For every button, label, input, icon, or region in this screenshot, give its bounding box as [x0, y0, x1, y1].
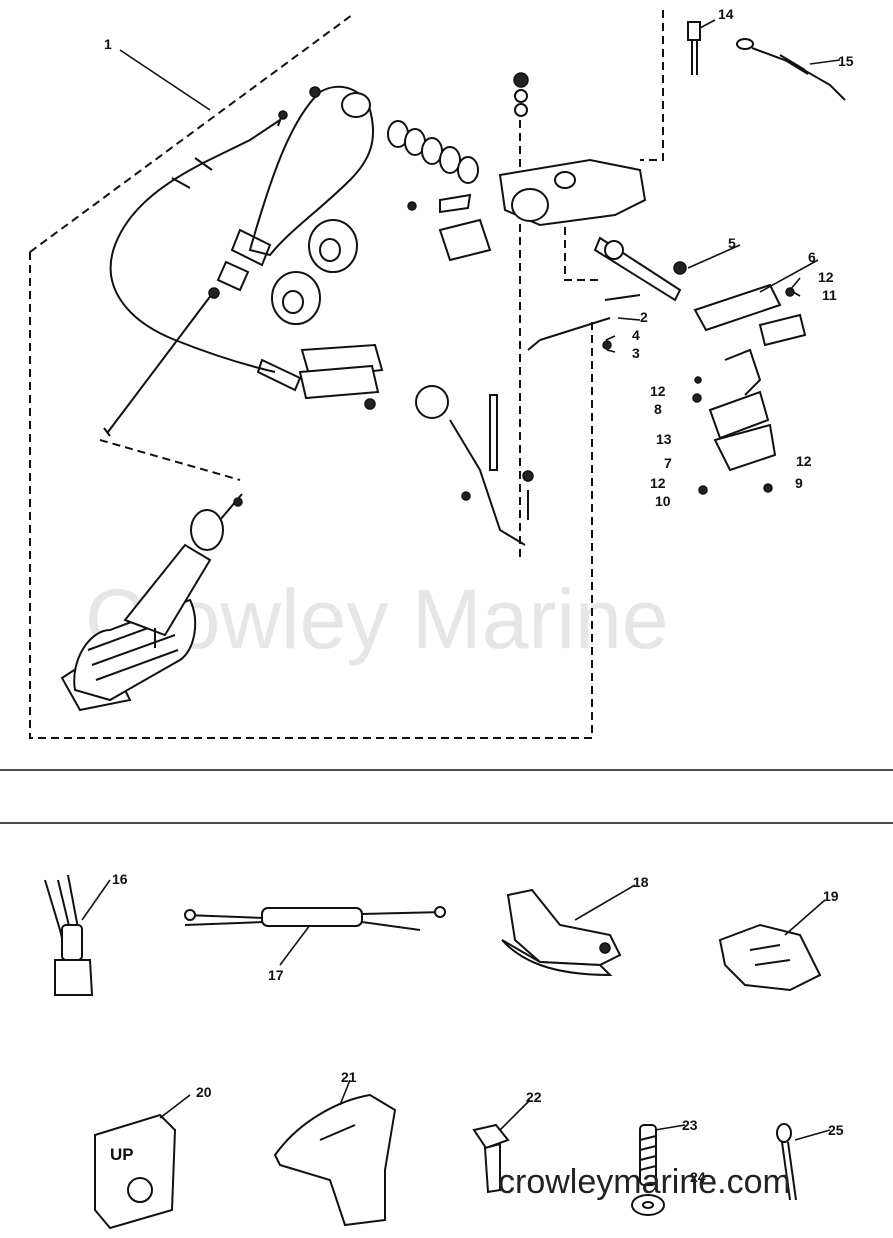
- part-14-plug: [687, 21, 701, 75]
- part-25-cotter-pin: [776, 1123, 831, 1201]
- callout-13: 13: [656, 431, 672, 447]
- callout-22: 22: [526, 1089, 542, 1105]
- callout-12a: 12: [818, 269, 834, 285]
- part-20-up-block: UP: [94, 1094, 191, 1230]
- part-16-switch: [44, 874, 111, 996]
- part-22-bolt: [472, 1099, 531, 1194]
- callout-4: 4: [632, 327, 640, 343]
- callout-12b: 12: [650, 383, 666, 399]
- part-19-cover: [718, 899, 826, 992]
- callout-9: 9: [795, 475, 803, 491]
- callout-16: 16: [112, 871, 128, 887]
- callout-6: 6: [808, 249, 816, 265]
- callout-1: 1: [104, 36, 112, 52]
- callout-7: 7: [664, 455, 672, 471]
- leader-lines-upper: [119, 19, 841, 353]
- callouts-upper: 1 2 3 4 5 6 7 8 9 10 11 12 12 12 12 13 1…: [104, 6, 854, 509]
- stop-switch-parts: [602, 283, 807, 495]
- friction-discs: [271, 219, 358, 325]
- callout-23: 23: [682, 1117, 698, 1133]
- callout-20: 20: [196, 1084, 212, 1100]
- callout-8a: 8: [654, 401, 662, 417]
- callout-3: 3: [632, 345, 640, 361]
- callout-21: 21: [341, 1069, 357, 1085]
- link-rod: [103, 289, 216, 437]
- throttle-cable: [109, 110, 302, 392]
- callout-10: 10: [655, 493, 671, 509]
- washer-stack: [387, 72, 529, 184]
- footer-url: crowleymarine.com: [498, 1163, 791, 1201]
- shift-link: [415, 294, 641, 546]
- part-17-harness: [184, 906, 446, 966]
- up-label: UP: [110, 1145, 134, 1164]
- callout-12d: 12: [650, 475, 666, 491]
- callout-18: 18: [633, 874, 649, 890]
- callout-2: 2: [640, 309, 648, 325]
- part-21-bracket: [273, 1079, 397, 1227]
- throttle-plates: [298, 343, 384, 410]
- callout-11: 11: [822, 287, 837, 303]
- tiller-handle: [216, 85, 375, 292]
- part-18-bracket: [501, 884, 636, 977]
- callout-15: 15: [838, 53, 854, 69]
- callout-5: 5: [728, 235, 736, 251]
- twist-grip: [60, 493, 243, 712]
- part-23-screw: [639, 1124, 686, 1186]
- callout-17: 17: [268, 967, 284, 983]
- callout-24: 24: [690, 1169, 706, 1185]
- part-24-washer: [631, 1194, 665, 1216]
- right-dashed-boundary: [519, 10, 664, 560]
- callout-14: 14: [718, 6, 734, 22]
- pivot-housing: [407, 158, 647, 262]
- callout-25: 25: [828, 1122, 844, 1138]
- callout-12c: 12: [796, 453, 812, 469]
- part-15-lanyard: [736, 38, 846, 101]
- callout-19: 19: [823, 888, 839, 904]
- lower-parts: 16 17 18 19 UP: [44, 871, 844, 1230]
- assembly-1-boundary: [29, 14, 600, 739]
